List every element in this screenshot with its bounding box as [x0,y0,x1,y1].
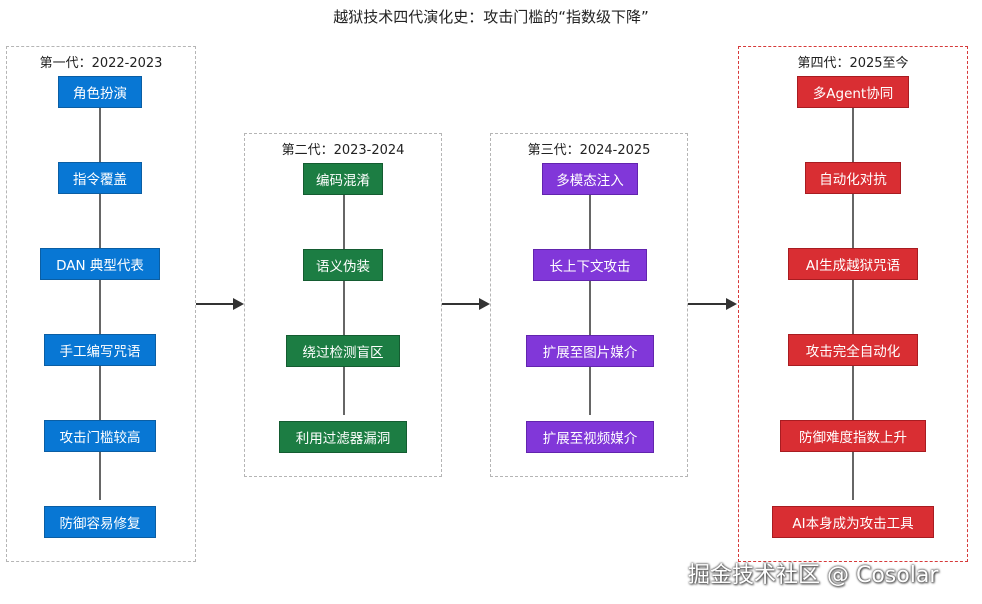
gen4-node: 多Agent协同 [797,76,909,108]
arrow-head-icon [479,298,490,310]
gen1-node: 角色扮演 [58,76,142,108]
gen4-node: 自动化对抗 [805,162,901,194]
gen3-node: 多模态注入 [542,163,638,195]
gen4-node: AI生成越狱咒语 [788,248,918,280]
gen2-node: 语义伪装 [303,249,383,281]
generation-1-group: 第一代：2022-2023 [6,46,196,562]
gen3-node: 长上下文攻击 [533,249,647,281]
gen1-node: 指令覆盖 [58,162,142,194]
diagram-title: 越狱技术四代演化史：攻击门槛的“指数级下降” [333,8,649,26]
gen3-node: 扩展至视频媒介 [526,421,654,453]
generation-3-label: 第三代：2024-2025 [527,143,651,158]
arrow-head-icon [726,298,737,310]
gen4-node: 攻击完全自动化 [788,334,918,366]
generation-3-group: 第三代：2024-2025 [490,133,688,477]
arrow-line [196,303,234,305]
gen1-node: 攻击门槛较高 [44,420,156,452]
connector-line [343,195,345,415]
connector-line [852,108,854,500]
gen3-node: 扩展至图片媒介 [526,335,654,367]
generation-4-label: 第四代：2025至今 [797,56,909,71]
arrow-head-icon [233,298,244,310]
watermark-text: 掘金技术社区 @ Cosolar [688,563,939,588]
connector-line [589,195,591,415]
arrow-line [688,303,726,305]
connector-line [99,108,101,500]
gen4-node: 防御难度指数上升 [780,420,926,452]
generation-2-group: 第二代：2023-2024 [244,133,442,477]
gen2-node: 利用过滤器漏洞 [279,421,407,453]
generation-4-group: 第四代：2025至今 [738,46,968,562]
gen1-node: 手工编写咒语 [44,334,156,366]
gen2-node: 编码混淆 [303,163,383,195]
generation-2-label: 第二代：2023-2024 [281,143,405,158]
gen2-node: 绕过检测盲区 [286,335,400,367]
gen1-node: 防御容易修复 [44,506,156,538]
generation-1-label: 第一代：2022-2023 [39,56,163,71]
arrow-line [442,303,480,305]
gen4-node: AI本身成为攻击工具 [772,506,934,538]
gen1-node: DAN 典型代表 [40,248,160,280]
